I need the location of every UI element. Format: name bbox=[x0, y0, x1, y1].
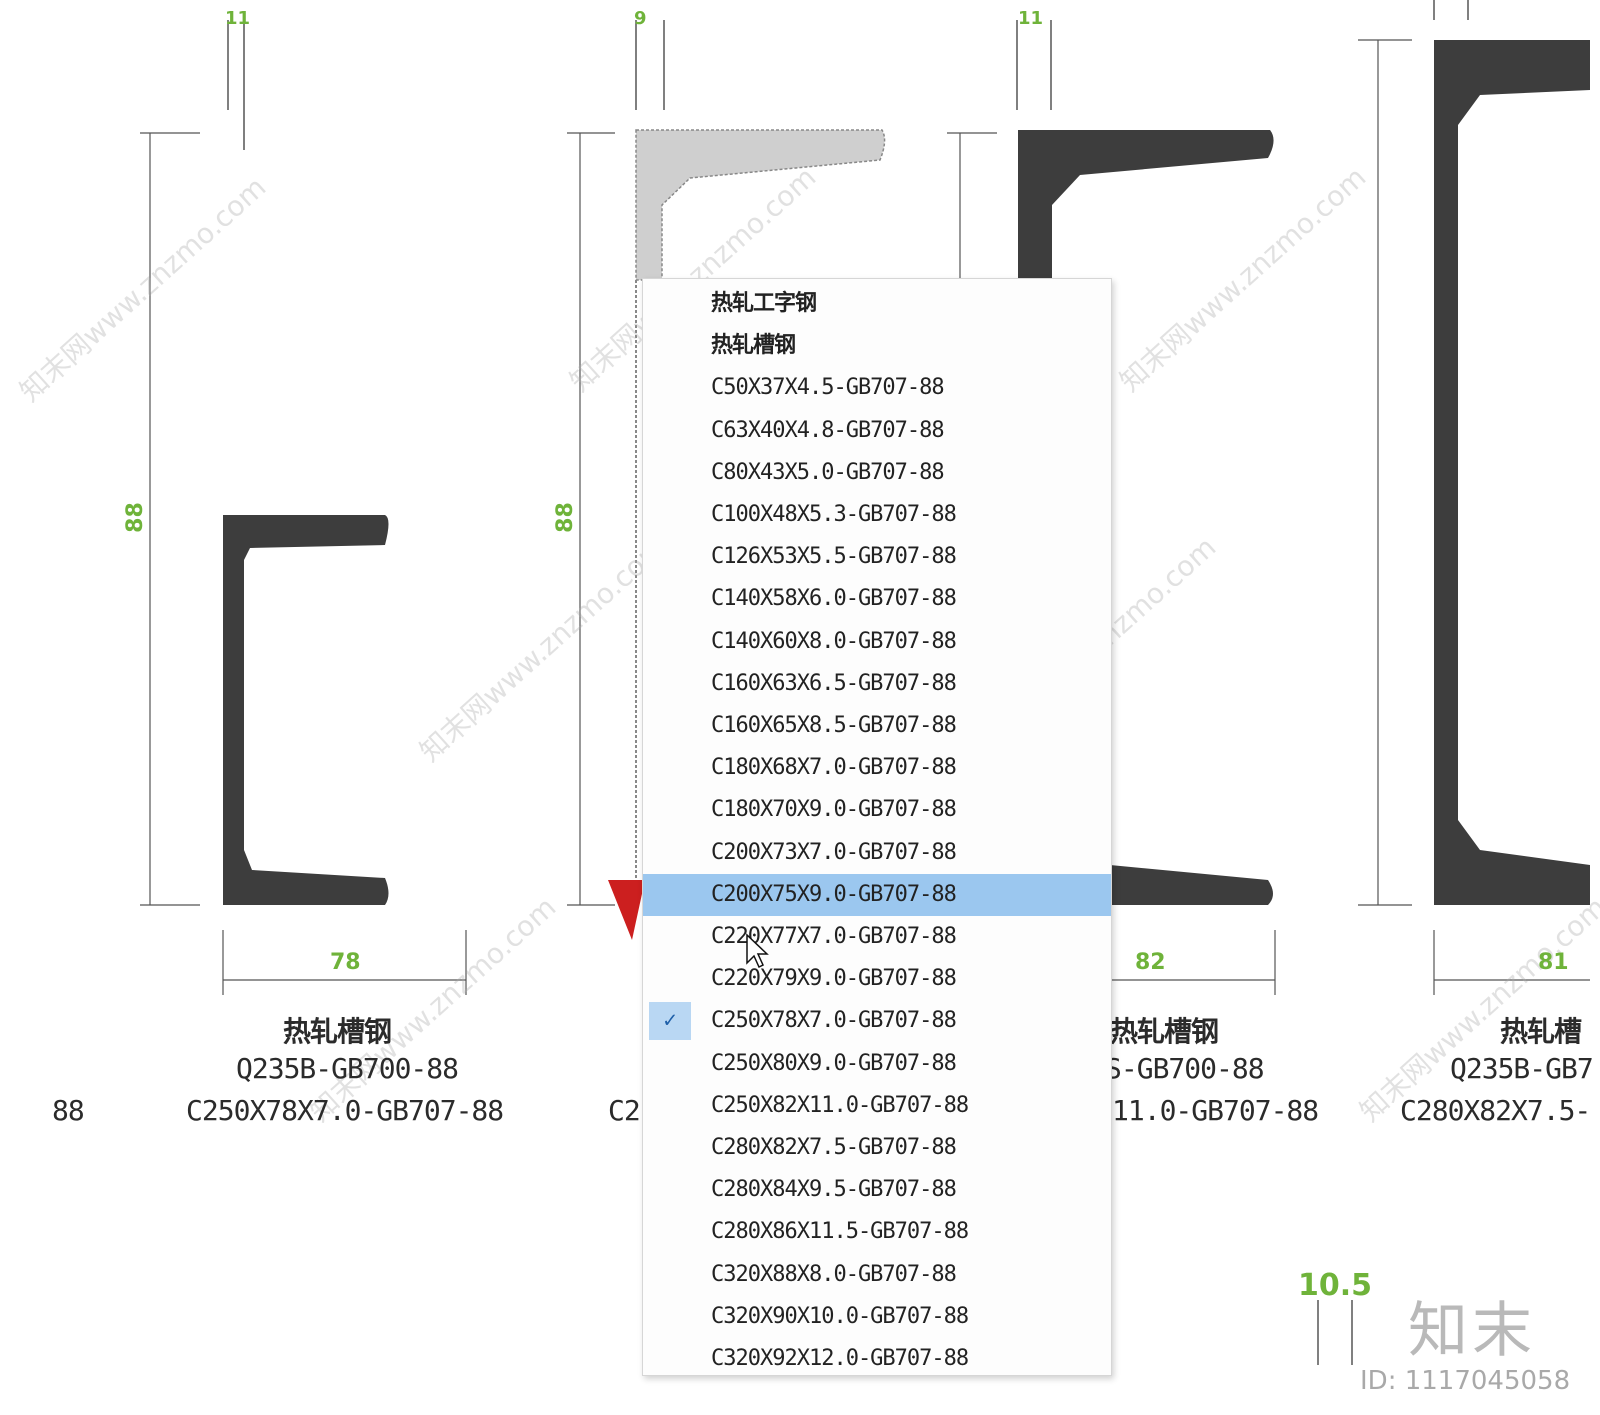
dropdown-item[interactable]: C250X80X9.0-GB707-88 bbox=[643, 1043, 1111, 1085]
profile-3-grade-label: S-GB700-88 bbox=[1105, 1052, 1265, 1085]
dimension-label: 88 bbox=[552, 502, 578, 533]
profile-1-size-label: C250X78X7.0-GB707-88 bbox=[186, 1094, 504, 1127]
channel-profile-4 bbox=[1358, 0, 1590, 995]
dropdown-item-label: C280X82X7.5-GB707-88 bbox=[711, 1135, 957, 1160]
dropdown-item[interactable]: C320X90X10.0-GB707-88 bbox=[643, 1296, 1111, 1338]
dropdown-item-label: C126X53X5.5-GB707-88 bbox=[711, 544, 957, 570]
dropdown-item-label: 热轧槽钢 bbox=[711, 333, 796, 359]
dropdown-item-label: C220X79X9.0-GB707-88 bbox=[711, 966, 957, 992]
dropdown-item[interactable]: C80X43X5.0-GB707-88 bbox=[643, 452, 1111, 494]
dropdown-item[interactable]: C220X79X9.0-GB707-88 bbox=[643, 958, 1111, 1000]
dropdown-item[interactable]: C280X86X11.5-GB707-88 bbox=[643, 1211, 1111, 1253]
dropdown-item-label: C280X86X11.5-GB707-88 bbox=[711, 1219, 969, 1245]
dropdown-item[interactable]: C100X48X5.3-GB707-88 bbox=[643, 494, 1111, 536]
mouse-cursor-icon bbox=[746, 933, 769, 969]
dropdown-item-label: C140X60X8.0-GB707-88 bbox=[711, 628, 957, 654]
channel-profile-1 bbox=[140, 20, 467, 995]
dropdown-item[interactable]: C280X84X9.5-GB707-88 bbox=[643, 1169, 1111, 1211]
dropdown-item[interactable]: C160X65X8.5-GB707-88 bbox=[643, 705, 1111, 747]
profile-4-type-label: 热轧槽 bbox=[1500, 1015, 1582, 1048]
dropdown-item[interactable]: C220X77X7.0-GB707-88 bbox=[643, 916, 1111, 958]
dropdown-item[interactable]: C180X68X7.0-GB707-88 bbox=[643, 747, 1111, 789]
channel-profile-3 bbox=[947, 20, 1276, 995]
dropdown-item[interactable]: C160X63X6.5-GB707-88 bbox=[643, 663, 1111, 705]
dropdown-item[interactable]: C280X82X7.5-GB707-88 bbox=[643, 1127, 1111, 1169]
dimension-label: 78 bbox=[330, 950, 361, 975]
dropdown-item[interactable]: C200X75X9.0-GB707-88 bbox=[643, 873, 1111, 916]
corner-dimension-label: 10.5 bbox=[1298, 1268, 1373, 1303]
dropdown-item[interactable]: C140X60X8.0-GB707-88 bbox=[643, 621, 1111, 663]
dimension-label: 82 bbox=[1135, 950, 1166, 975]
dropdown-item-label: C63X40X4.8-GB707-88 bbox=[711, 417, 945, 443]
dropdown-item[interactable]: C126X53X5.5-GB707-88 bbox=[643, 536, 1111, 578]
dimension-label: 81 bbox=[1538, 950, 1569, 975]
dropdown-item[interactable]: C180X70X9.0-GB707-88 bbox=[643, 789, 1111, 831]
dropdown-item-label: C250X78X7.0-GB707-88 bbox=[711, 1008, 957, 1034]
dropdown-item-label: C180X68X7.0-GB707-88 bbox=[711, 755, 957, 781]
dropdown-item-label: C320X92X12.0-GB707-88 bbox=[711, 1346, 969, 1371]
dropdown-item[interactable]: C320X88X8.0-GB707-88 bbox=[643, 1254, 1111, 1296]
dropdown-item[interactable]: 热轧工字钢 bbox=[643, 283, 1111, 325]
dimension-label: 9 bbox=[634, 8, 647, 29]
image-id-label: ID: 1117045058 bbox=[1360, 1366, 1571, 1396]
dropdown-item-label: C100X48X5.3-GB707-88 bbox=[711, 502, 957, 527]
dropdown-item-label: C160X63X6.5-GB707-88 bbox=[711, 670, 957, 696]
dropdown-item-label: C280X84X9.5-GB707-88 bbox=[711, 1177, 957, 1203]
profile-3-size-label: 11.0-GB707-88 bbox=[1112, 1094, 1319, 1127]
dropdown-item-label: C320X88X8.0-GB707-88 bbox=[711, 1261, 957, 1287]
profile-1-type-label: 热轧槽钢 bbox=[283, 1015, 392, 1048]
dimension-label: 11 bbox=[225, 8, 251, 29]
dropdown-item-label: C250X80X9.0-GB707-88 bbox=[711, 1050, 957, 1076]
profile-3-type-label: 热轧槽钢 bbox=[1110, 1015, 1219, 1048]
dimension-label: 88 bbox=[122, 502, 148, 533]
dropdown-item-label: C200X73X7.0-GB707-88 bbox=[711, 839, 957, 865]
dropdown-item-label: C80X43X5.0-GB707-88 bbox=[711, 459, 945, 485]
corner-dimension bbox=[1317, 1300, 1353, 1365]
dimension-label: 11 bbox=[1018, 8, 1044, 29]
profile-1-grade-label: Q235B-GB700-88 bbox=[236, 1052, 459, 1085]
brand-logo: 知末 bbox=[1408, 1296, 1536, 1366]
dropdown-item[interactable]: C200X73X7.0-GB707-88 bbox=[643, 832, 1111, 874]
dropdown-item[interactable]: C140X58X6.0-GB707-88 bbox=[643, 578, 1111, 620]
dropdown-item-label: C140X58X6.0-GB707-88 bbox=[711, 586, 957, 612]
dropdown-item-label: C200X75X9.0-GB707-88 bbox=[711, 881, 957, 907]
dropdown-item[interactable]: C250X82X11.0-GB707-88 bbox=[643, 1085, 1111, 1127]
dropdown-item-label: 热轧工字钢 bbox=[711, 291, 817, 316]
dropdown-item[interactable]: C63X40X4.8-GB707-88 bbox=[643, 410, 1111, 452]
dropdown-item-label: C250X82X11.0-GB707-88 bbox=[711, 1092, 969, 1118]
dropdown-item[interactable]: ✓ C250X78X7.0-GB707-88 bbox=[643, 1000, 1111, 1042]
dropdown-item-label: C50X37X4.5-GB707-88 bbox=[711, 375, 945, 401]
left-fragment-label: 88 bbox=[52, 1094, 85, 1127]
dropdown-item[interactable]: 热轧槽钢 bbox=[643, 325, 1111, 367]
checkmark-icon: ✓ bbox=[649, 1002, 691, 1041]
profile-4-size-label: C280X82X7.5- bbox=[1400, 1094, 1591, 1127]
profile-4-grade-label: Q235B-GB7 bbox=[1450, 1052, 1594, 1085]
dropdown-item[interactable]: C50X37X4.5-GB707-88 bbox=[643, 367, 1111, 409]
grip-marker-icon bbox=[608, 880, 645, 940]
dropdown-item[interactable]: C320X92X12.0-GB707-88 bbox=[643, 1338, 1111, 1380]
channel-profile-2 bbox=[567, 20, 886, 940]
dropdown-item-label: C160X65X8.5-GB707-88 bbox=[711, 713, 957, 738]
dropdown-item-label: C180X70X9.0-GB707-88 bbox=[711, 797, 957, 823]
dropdown-item-label: C320X90X10.0-GB707-88 bbox=[711, 1303, 969, 1329]
profile-2-size-label: C2 bbox=[608, 1094, 641, 1127]
